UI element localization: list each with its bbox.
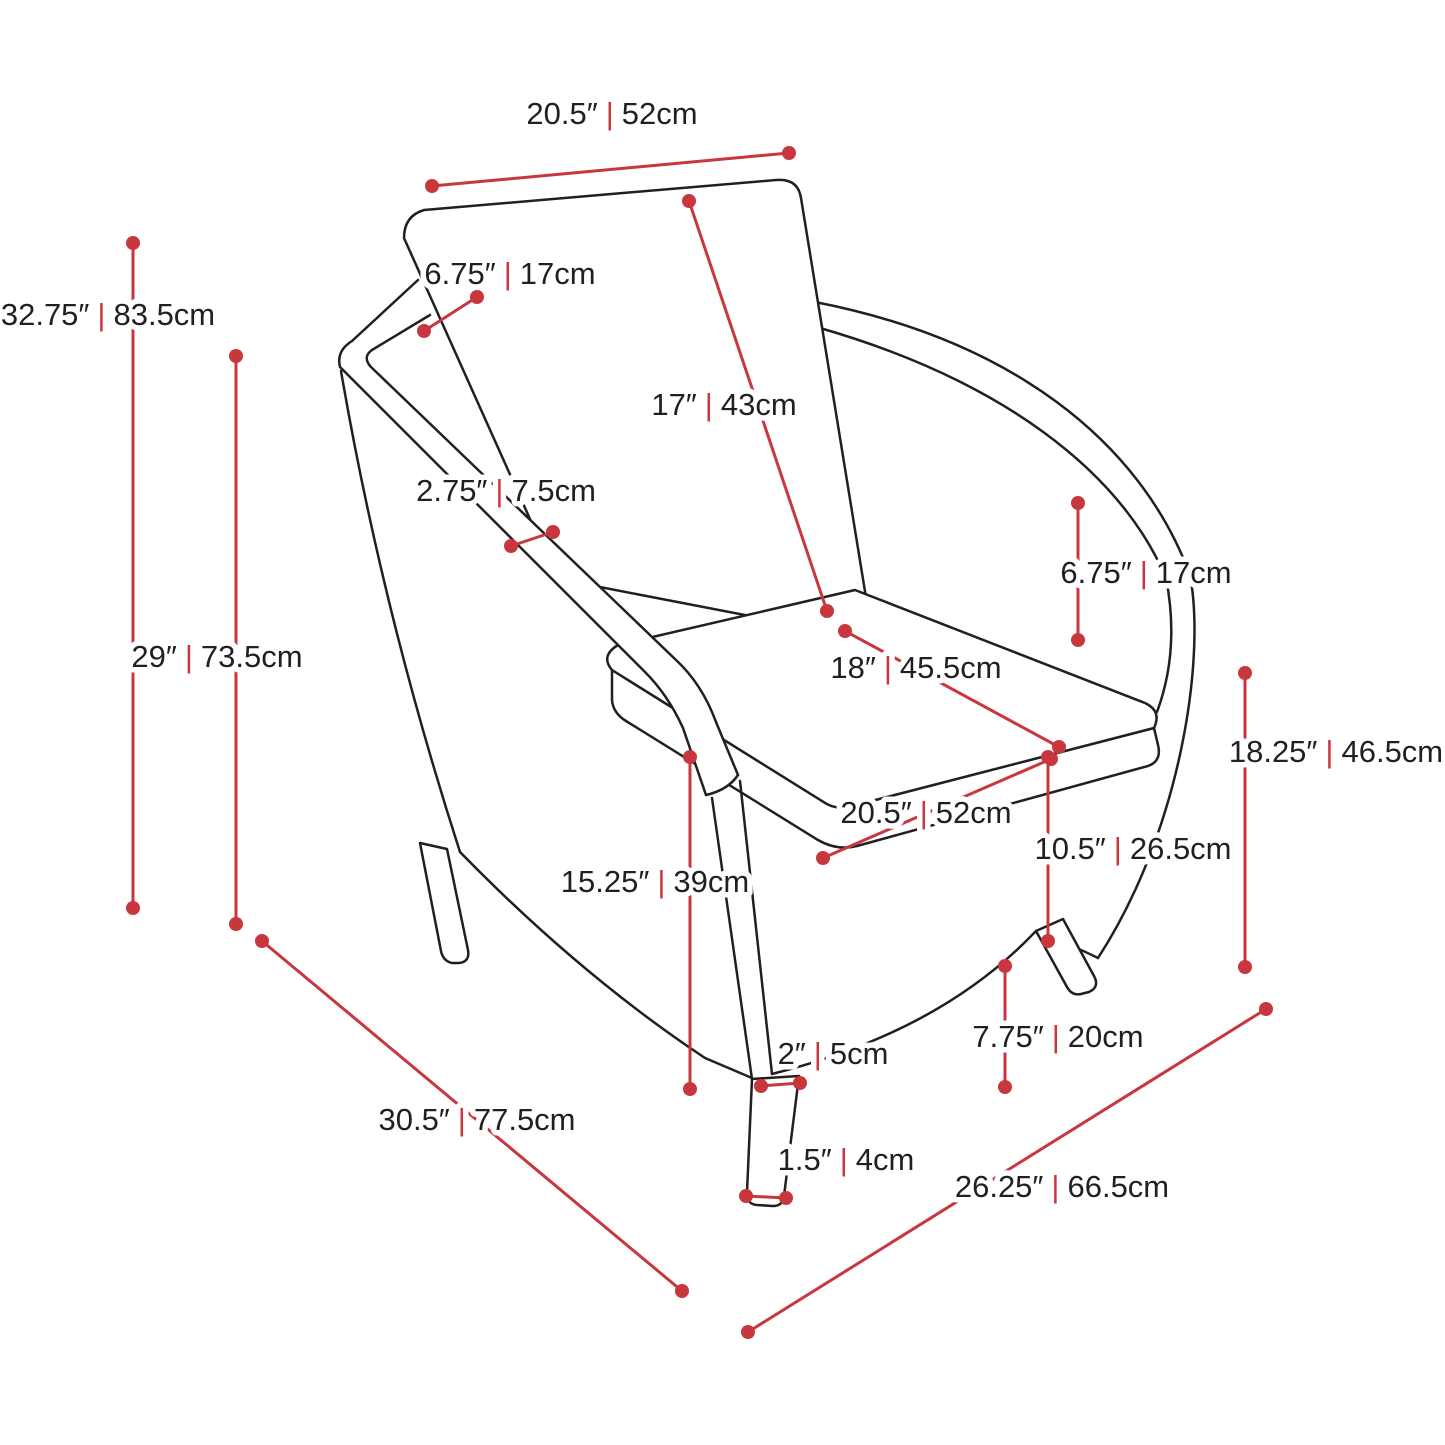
dim-dot xyxy=(1041,934,1055,948)
left-arm-outer-edge xyxy=(338,278,708,797)
dim-dot xyxy=(470,290,484,304)
dim-label: 1.5″|4cm xyxy=(778,1142,915,1177)
dim-label: 18.25″|46.5cm xyxy=(1229,734,1443,769)
dim-line xyxy=(430,151,791,188)
dim-label: 7.75″|20cm xyxy=(972,1019,1143,1054)
dim-seat-width: 20.5″|52cm xyxy=(816,752,1058,865)
dim-back-cushion-height: 17″|43cm xyxy=(646,194,834,618)
dim-seat-height: 18.25″|46.5cm xyxy=(1223,666,1445,974)
dim-label: 20.5″|52cm xyxy=(526,96,697,131)
bottom-right-edge xyxy=(770,930,1037,1076)
dimension-annotations: 20.5″|52cm 32.75″|83.5cm 29″|73.5cm 6.75… xyxy=(0,91,1445,1339)
dim-line xyxy=(746,1007,1268,1334)
dim-label: 10.5″|26.5cm xyxy=(1034,831,1231,866)
dim-dot xyxy=(820,604,834,618)
left-arm-inner-edge xyxy=(365,313,740,777)
dim-line xyxy=(821,757,1053,860)
dim-dot xyxy=(782,146,796,160)
dim-dot xyxy=(675,1284,689,1298)
dim-label: 32.75″|83.5cm xyxy=(1,297,215,332)
dim-front-panel-height: 15.25″|39cm xyxy=(555,750,755,1096)
dim-dot xyxy=(683,1082,697,1096)
dim-line xyxy=(843,629,1061,749)
dim-line xyxy=(509,530,555,548)
bottom-left-edge xyxy=(458,850,754,1080)
dim-leg-top-width: 2″|5cm xyxy=(754,1031,894,1093)
dim-dot xyxy=(417,324,431,338)
dim-arm-height: 29″|73.5cm xyxy=(126,349,308,931)
rear-right-leg xyxy=(1034,917,1098,996)
dim-line xyxy=(260,939,684,1293)
dim-line xyxy=(422,295,479,333)
dim-dot xyxy=(838,624,852,638)
dim-overall-depth: 30.5″|77.5cm xyxy=(255,934,689,1298)
dim-dot xyxy=(1238,666,1252,680)
dim-dot xyxy=(1238,960,1252,974)
dim-base-height: 10.5″|26.5cm xyxy=(1029,750,1237,948)
dim-dot xyxy=(1071,633,1085,647)
dim-overall-height: 32.75″|83.5cm xyxy=(0,236,221,915)
dim-dot xyxy=(998,959,1012,973)
dim-label: 6.75″|17cm xyxy=(424,256,595,291)
dim-dot xyxy=(126,901,140,915)
dim-dot xyxy=(779,1191,793,1205)
dim-dot xyxy=(816,851,830,865)
dim-dot xyxy=(1052,740,1066,754)
dim-label: 18″|45.5cm xyxy=(830,650,1001,685)
front-leg xyxy=(745,1074,801,1208)
rear-left-leg xyxy=(418,841,470,965)
dim-label: 2.75″|7.5cm xyxy=(416,473,596,508)
front-corner-right-edge xyxy=(738,779,774,1076)
back-cushion xyxy=(402,178,871,636)
seat-cushion-top xyxy=(605,588,1158,809)
right-side-edge xyxy=(1096,573,1196,960)
dim-label: 26.25″|66.5cm xyxy=(955,1169,1169,1204)
dim-dot xyxy=(741,1325,755,1339)
dim-label: 30.5″|77.5cm xyxy=(378,1102,575,1137)
dim-dot xyxy=(998,1080,1012,1094)
dim-armrest-thickness: 2.75″|7.5cm xyxy=(411,468,601,553)
dim-back-top-width: 20.5″|52cm xyxy=(425,91,796,193)
dim-dot xyxy=(229,917,243,931)
dim-dot xyxy=(425,179,439,193)
dim-dot xyxy=(1259,1002,1273,1016)
dim-label: 29″|73.5cm xyxy=(131,639,302,674)
dim-label: 15.25″|39cm xyxy=(561,864,749,899)
dim-dot xyxy=(504,539,518,553)
dim-dot xyxy=(793,1076,807,1090)
dim-dot xyxy=(255,934,269,948)
dim-dot xyxy=(229,349,243,363)
dim-overall-width: 26.25″|66.5cm xyxy=(741,1002,1273,1339)
dim-dot xyxy=(1071,496,1085,510)
dim-dot xyxy=(682,194,696,208)
dim-dot xyxy=(546,525,560,539)
chair-line-drawing xyxy=(338,178,1196,1208)
dim-seat-depth: 18″|45.5cm xyxy=(825,624,1066,754)
left-arm-front-tip xyxy=(704,773,740,797)
dim-dot xyxy=(739,1189,753,1203)
dim-label: 20.5″|52cm xyxy=(840,795,1011,830)
right-arm-outer-edge xyxy=(813,300,1192,577)
dim-dot xyxy=(126,236,140,250)
left-body-edge xyxy=(339,369,462,854)
dim-label: 6.75″|17cm xyxy=(1060,555,1231,590)
front-corner-left-edge xyxy=(710,796,754,1081)
dim-label: 2″|5cm xyxy=(778,1036,889,1071)
dim-leg-bottom-width: 1.5″|4cm xyxy=(739,1137,920,1205)
dim-dot xyxy=(1041,750,1055,764)
dim-dot xyxy=(683,750,697,764)
dim-dot xyxy=(754,1079,768,1093)
dim-line xyxy=(687,199,829,613)
dim-label: 17″|43cm xyxy=(651,387,796,422)
right-arm-inner-edge xyxy=(818,326,1168,580)
dim-underside-clearance: 7.75″|20cm xyxy=(967,959,1149,1094)
right-side-inner-edge xyxy=(1155,576,1173,714)
